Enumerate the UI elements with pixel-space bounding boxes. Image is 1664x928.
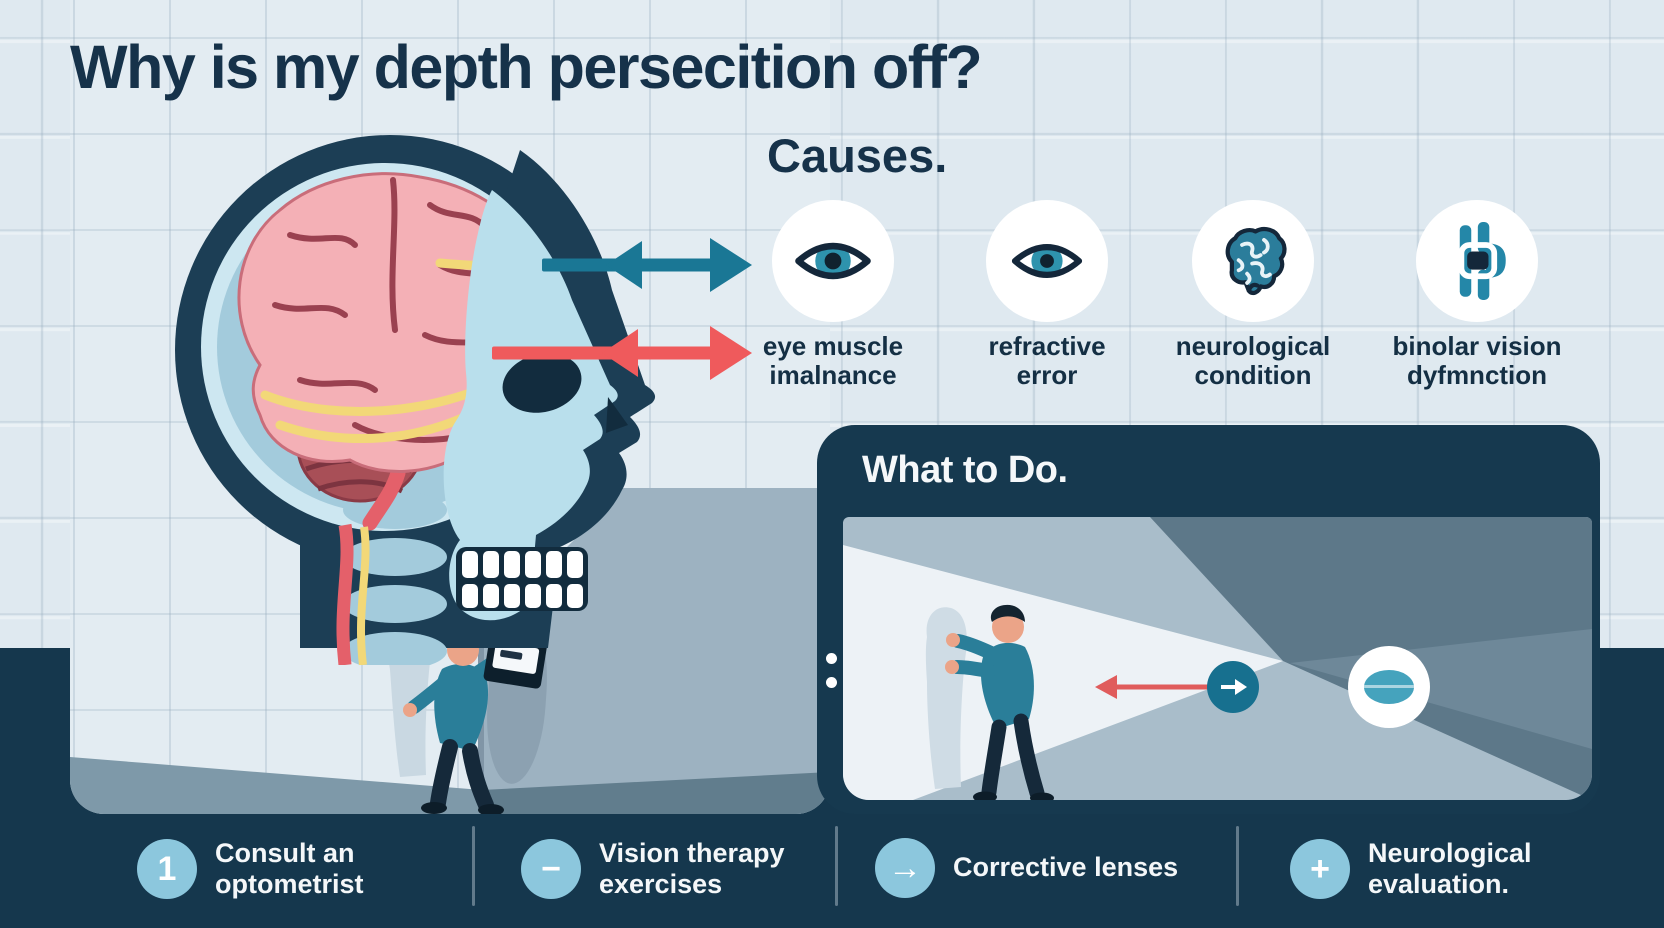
causes-heading: Causes. <box>767 129 948 182</box>
depth-signal-arrow-red <box>492 326 752 380</box>
what-to-do-panel: What to Do. <box>817 425 1600 814</box>
action-item-corrective-lenses: → Corrective lenses <box>875 838 1178 898</box>
cause-label: binolar vision dyfmnction <box>1392 331 1562 390</box>
action-label: Neurological evaluation. <box>1368 838 1532 900</box>
nasal-opening <box>606 397 628 433</box>
action-item-consult-optometrist: 1 Consult an optometrist <box>137 838 364 901</box>
action-item-neurological-evaluation: + Neurological evaluation. <box>1290 838 1532 901</box>
cause-label: eye muscle imalnance <box>762 331 904 390</box>
binocular-vision-icon <box>1458 222 1506 300</box>
person-figure <box>945 604 1054 800</box>
cause-icon-circle <box>1416 200 1538 322</box>
depth-perception-scene <box>843 517 1592 800</box>
page-title: Why is my depth persecition off? <box>70 33 983 101</box>
person-figure <box>403 625 521 814</box>
brain-icon <box>1225 227 1287 296</box>
teeth <box>456 547 588 611</box>
divider <box>835 826 838 906</box>
brainstem <box>362 465 406 531</box>
arrow-right-icon: → <box>875 838 935 898</box>
cause-item-refractive-error: refractive error <box>941 200 1153 389</box>
eye-socket <box>502 353 582 413</box>
number-one-badge: 1 <box>137 839 197 900</box>
cause-label: refractive error <box>988 331 1106 390</box>
cause-icon-circle <box>1192 200 1314 322</box>
action-label: Corrective lenses <box>953 852 1179 883</box>
plus-icon: + <box>1290 839 1350 900</box>
action-item-vision-therapy: − Vision therapy exercises <box>521 838 785 901</box>
ghost-silhouette <box>925 607 967 789</box>
arrow-right-icon <box>1221 679 1247 695</box>
cause-label: neurological condition <box>1175 331 1331 390</box>
what-to-do-heading: What to Do. <box>862 449 1068 491</box>
cause-item-neurological: neurological condition <box>1147 200 1359 389</box>
action-label: Vision therapy exercises <box>599 838 785 900</box>
arrow-right-target <box>1207 661 1259 713</box>
cause-icon-circle <box>986 200 1108 322</box>
minus-icon: − <box>521 839 581 900</box>
action-label: Consult an optometrist <box>215 838 364 900</box>
cause-icon-circle <box>772 200 894 322</box>
skull-face <box>443 190 628 621</box>
divider <box>472 826 475 906</box>
eye-icon <box>1011 244 1083 278</box>
depth-signal-arrow-teal <box>542 238 752 292</box>
distance-arrow-red <box>1095 675 1209 699</box>
panel-dot <box>826 653 837 664</box>
cause-item-binocular-vision: binolar vision dyfmnction <box>1371 200 1583 389</box>
eye-icon <box>795 242 871 280</box>
spinal-cord-red <box>336 523 354 665</box>
cause-item-eye-muscle: eye muscle imalnance <box>727 200 939 389</box>
person-depth-exercise-illustration <box>925 604 1054 800</box>
lens-icon <box>1364 670 1414 704</box>
divider <box>1236 826 1239 906</box>
spinal-nerve-yellow <box>357 526 370 665</box>
panel-dot <box>826 677 837 688</box>
head-anatomy-illustration <box>175 135 752 665</box>
focus-point-circle <box>1348 646 1430 728</box>
